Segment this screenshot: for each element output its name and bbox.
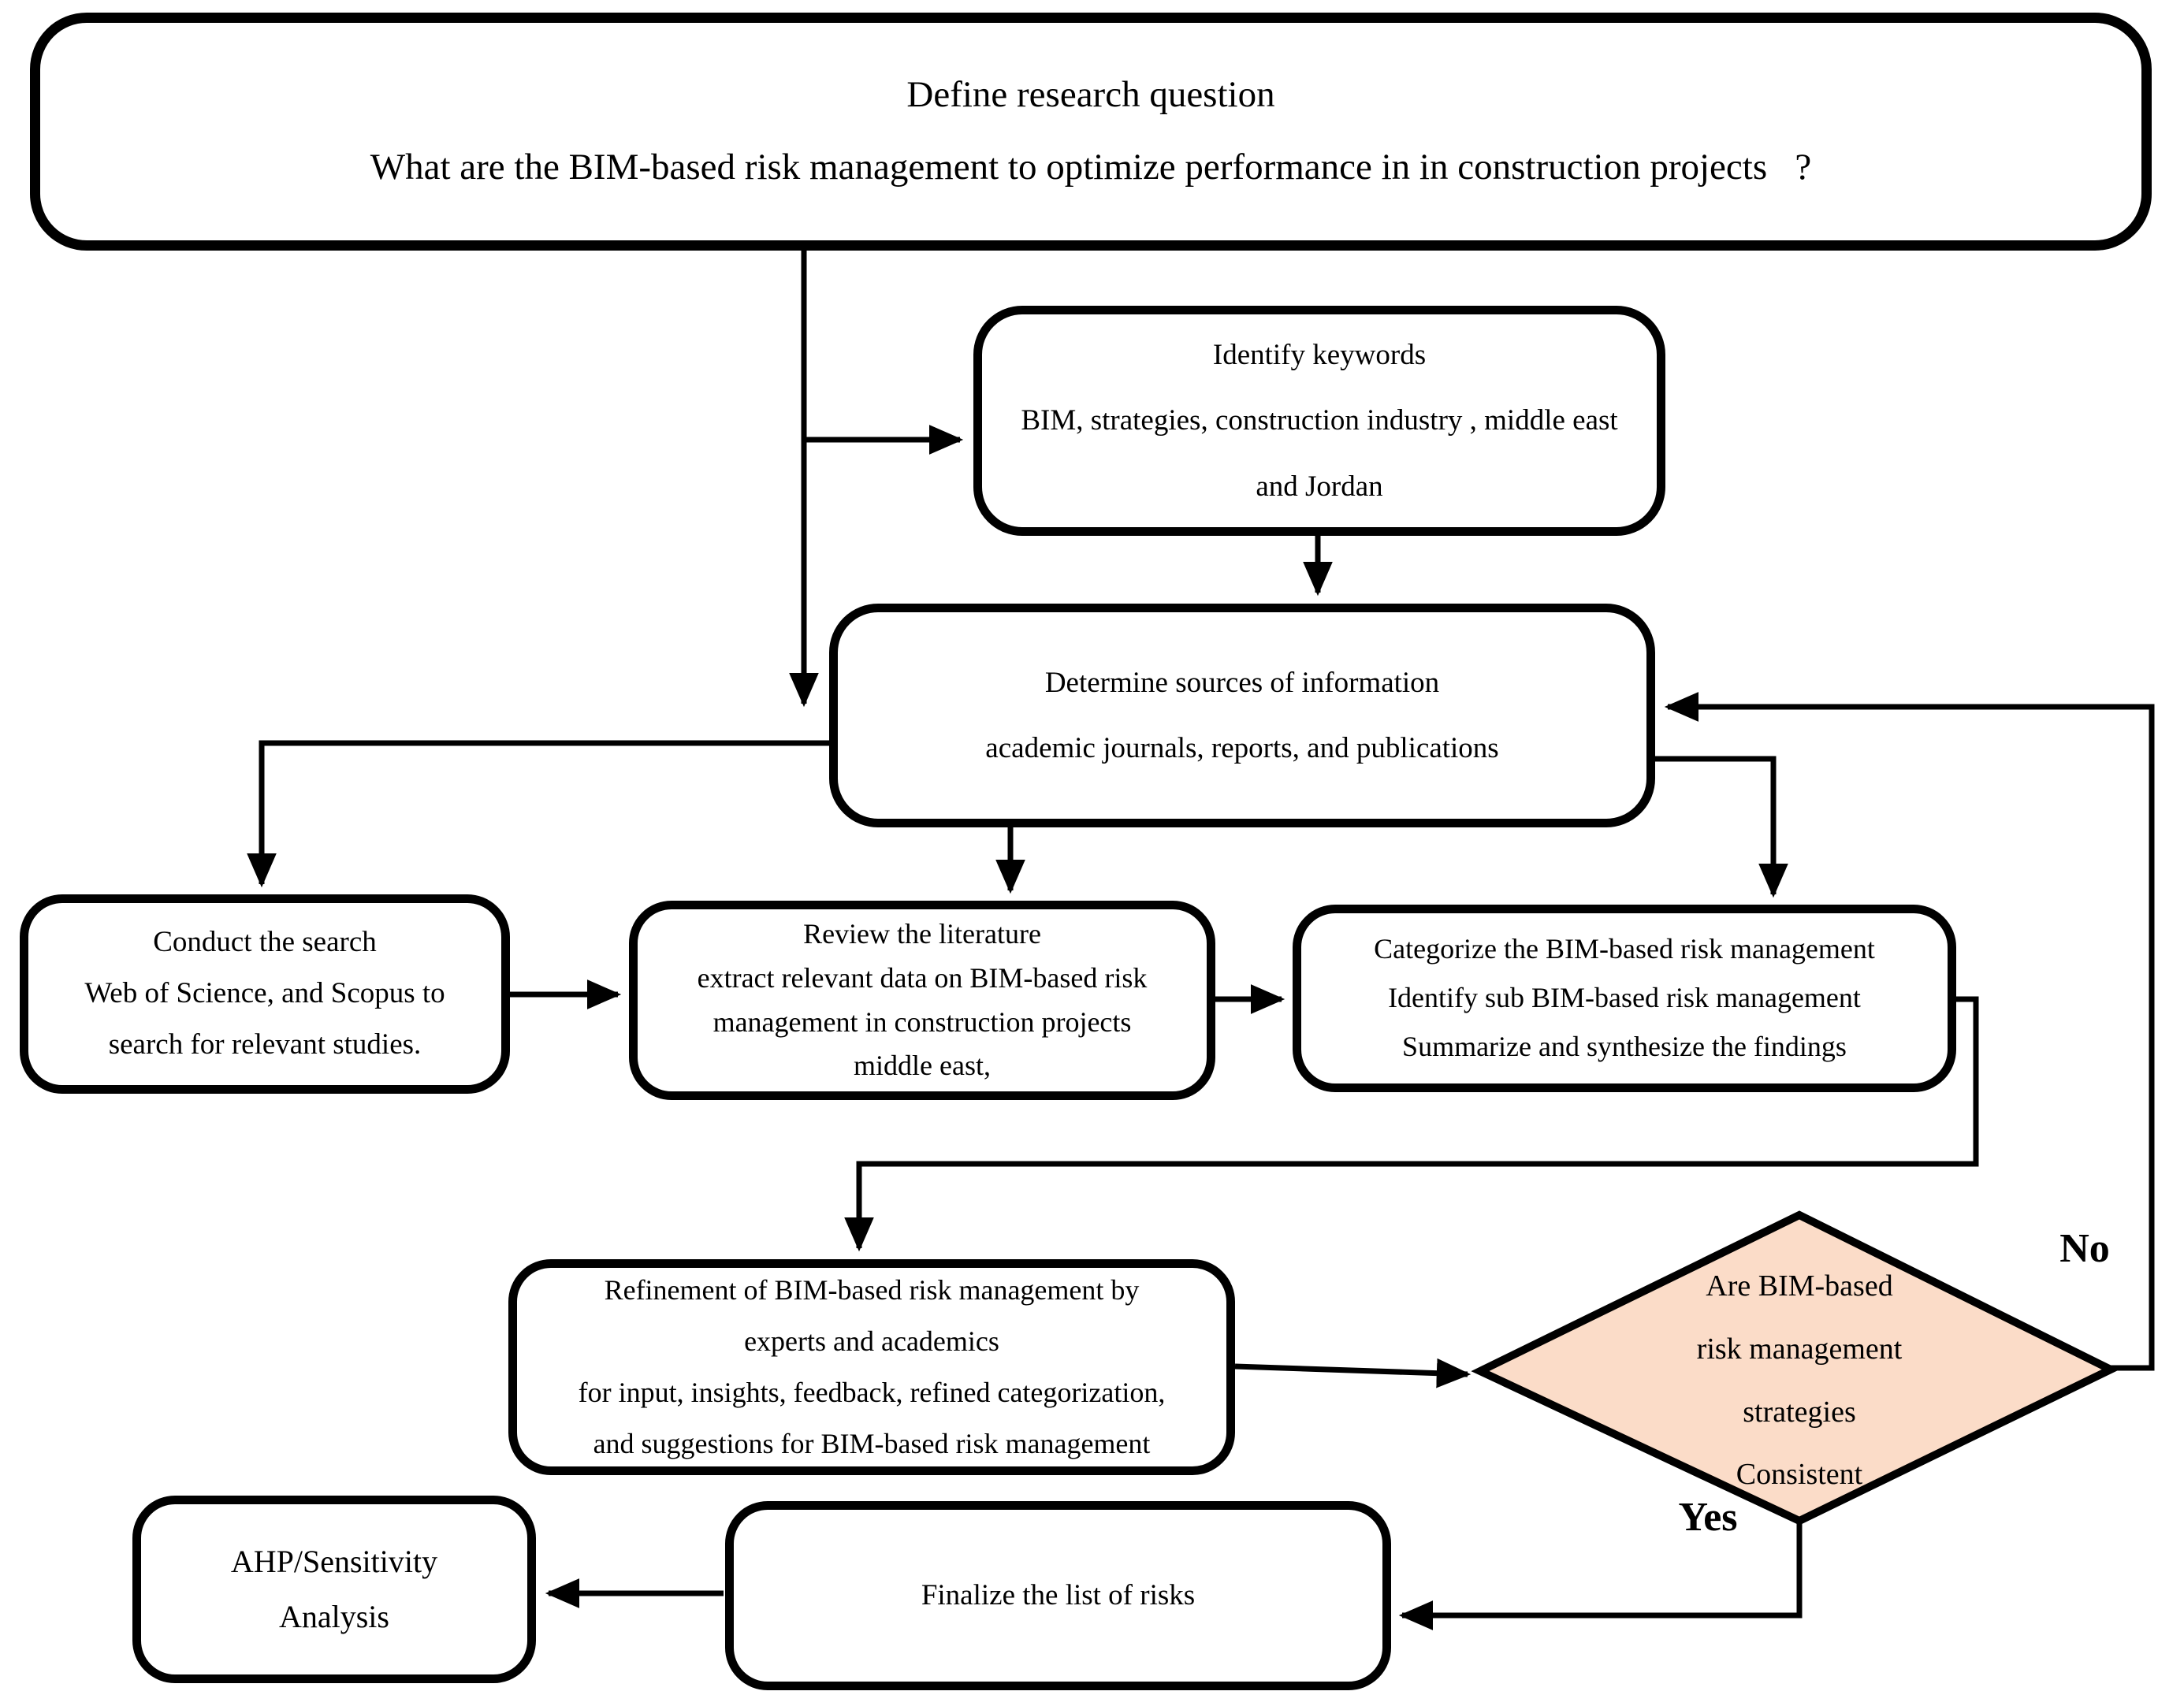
connector-sources-to-conduct	[247, 740, 829, 888]
node-define-research-question: Define research question What are the BI…	[30, 13, 2152, 251]
node-refinement-by-experts: Refinement of BIM-based risk management …	[508, 1259, 1235, 1475]
connector-refine-to-decision	[1234, 1358, 1472, 1388]
decision-yes-label: Yes	[1678, 1495, 1738, 1540]
connector-no-feedback-to-sources	[1664, 692, 2155, 1371]
connector-categorize-to-refine	[844, 996, 1979, 1252]
node-conduct-search: Conduct the search Web of Science, and S…	[20, 894, 510, 1094]
node-determine-sources: Determine sources of information academi…	[829, 604, 1655, 827]
connector-sources-to-categorize	[1655, 756, 1788, 898]
decision-diamond-text: Are BIM-based risk management strategies…	[1696, 1269, 1903, 1492]
connector-yes-to-finalize	[1398, 1521, 1803, 1630]
node-ahp-sensitivity-analysis: AHP/Sensitivity Analysis	[132, 1496, 536, 1683]
node-review-literature: Review the literature extract relevant d…	[629, 901, 1215, 1100]
decision-no-label: No	[2059, 1226, 2110, 1271]
node-categorize-findings: Categorize the BIM-based risk management…	[1293, 905, 1956, 1092]
node-identify-keywords: Identify keywords BIM, strategies, const…	[973, 306, 1665, 536]
decision-diamond	[1471, 1210, 2120, 1526]
node-finalize-risk-list: Finalize the list of risks	[725, 1501, 1391, 1690]
